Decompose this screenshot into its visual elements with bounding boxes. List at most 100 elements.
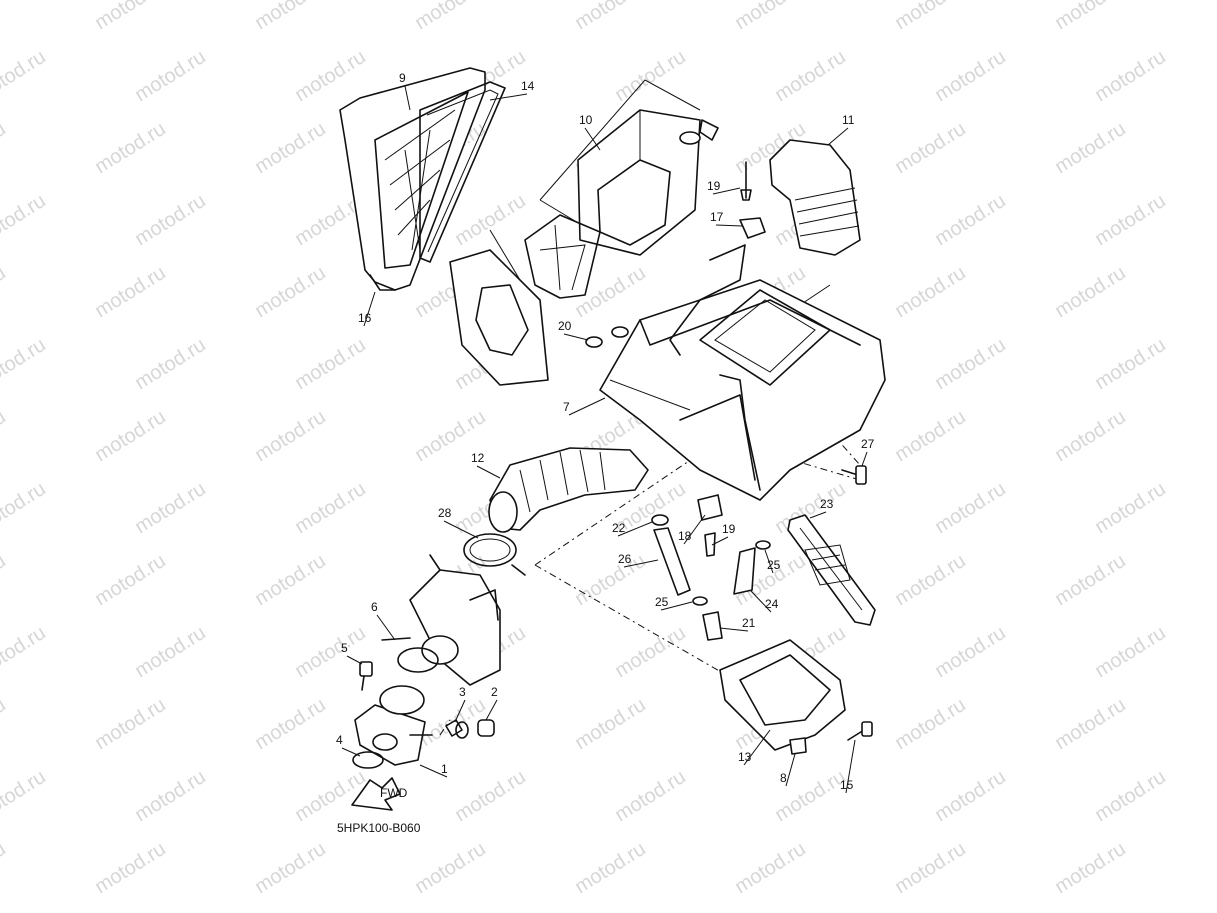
watermark-text: motod.ru xyxy=(291,478,370,538)
manifold-part-1 xyxy=(354,685,433,766)
watermark-text: motod.ru xyxy=(251,694,330,754)
callout-c19a: 19 xyxy=(707,179,721,193)
leader-c18 xyxy=(683,514,706,545)
watermark-text: motod.ru xyxy=(571,694,650,754)
watermark-text: motod.ru xyxy=(251,406,330,466)
watermark-text: motod.ru xyxy=(91,118,170,178)
callout-c25a: 25 xyxy=(767,558,781,572)
leader-c19b xyxy=(711,536,729,546)
leader-lines xyxy=(341,85,868,794)
watermark-text: motod.ru xyxy=(251,118,330,178)
watermark-text: motod.ru xyxy=(291,46,370,106)
watermark-text: motod.ru xyxy=(931,190,1010,250)
callout-c2: 2 xyxy=(491,685,498,699)
watermark-text: motod.ru xyxy=(571,0,650,34)
watermark-text: motod.ru xyxy=(0,766,50,826)
watermark-text: motod.ru xyxy=(251,262,330,322)
intake-boot-part-12 xyxy=(488,447,649,533)
watermark-text: motod.ru xyxy=(0,334,50,394)
watermark-text: motod.ru xyxy=(291,622,370,682)
watermark-text: motod.ru xyxy=(931,766,1010,826)
leader-c23 xyxy=(809,511,827,519)
callout-c24: 24 xyxy=(765,597,779,611)
callout-c10: 10 xyxy=(579,113,593,127)
clip-part-8 xyxy=(789,737,807,755)
side-cover-part-13 xyxy=(719,639,846,751)
watermark-text: motod.ru xyxy=(91,550,170,610)
carburetor xyxy=(409,554,501,686)
watermark-text: motod.ru xyxy=(571,838,650,898)
callout-c17: 17 xyxy=(710,210,724,224)
watermark-text: motod.ru xyxy=(891,262,970,322)
callout-c14: 14 xyxy=(521,79,535,93)
watermark-text: motod.ru xyxy=(411,838,490,898)
callout-c23: 23 xyxy=(820,497,834,511)
filter-element-part-10 xyxy=(577,109,701,256)
leader-c13 xyxy=(743,729,771,766)
filter-holder-frame xyxy=(449,249,549,386)
watermark-text: motod.ru xyxy=(931,334,1010,394)
leader-c15 xyxy=(845,739,856,794)
watermark-text: motod.ru xyxy=(931,46,1010,106)
callout-c15: 15 xyxy=(840,778,854,792)
watermark-text: motod.ru xyxy=(0,0,10,34)
watermark-text: motod.ru xyxy=(571,550,650,610)
watermark-text: motod.ru xyxy=(0,46,50,106)
filter-frame-part-9 xyxy=(339,67,486,291)
watermark-text: motod.ru xyxy=(1091,46,1170,106)
watermark-text: motod.ru xyxy=(1091,478,1170,538)
watermark-text: motod.ru xyxy=(1051,406,1130,466)
leader-c2 xyxy=(485,699,498,721)
watermark-text: motod.ru xyxy=(91,262,170,322)
watermark-text: motod.ru xyxy=(91,406,170,466)
callout-c9: 9 xyxy=(399,71,406,85)
watermark-text: motod.ru xyxy=(131,334,210,394)
leader-c9 xyxy=(404,85,411,111)
watermark-text: motod.ru xyxy=(131,190,210,250)
leader-c24 xyxy=(749,589,772,613)
watermark-text: motod.ru xyxy=(1091,766,1170,826)
watermark-text: motod.ru xyxy=(0,622,50,682)
watermark-text: motod.ru xyxy=(131,46,210,106)
leader-c10 xyxy=(584,127,601,151)
leader-c21 xyxy=(719,627,749,632)
leader-c28 xyxy=(443,520,479,539)
leader-c6 xyxy=(376,614,396,641)
callout-c5: 5 xyxy=(341,641,348,655)
leader-c25b xyxy=(660,601,693,611)
watermark-text: motod.ru xyxy=(891,118,970,178)
watermark-text: motod.ru xyxy=(1051,694,1130,754)
leader-c4 xyxy=(341,747,361,757)
hose-part-26 xyxy=(653,527,691,596)
screen-cover-part-23 xyxy=(787,514,876,626)
callout-c28: 28 xyxy=(438,506,452,520)
leader-c12 xyxy=(476,465,501,479)
clip-part-3 xyxy=(445,719,469,739)
callout-c18: 18 xyxy=(678,529,692,543)
gasket-part-14 xyxy=(419,81,506,263)
watermark-text: motod.ru xyxy=(931,622,1010,682)
callout-c21: 21 xyxy=(742,616,756,630)
clip-part-25 xyxy=(692,540,771,606)
leader-c17 xyxy=(715,224,743,227)
intake-duct-part-11 xyxy=(769,139,861,256)
leader-c25a xyxy=(764,549,774,574)
watermark-text: motod.ru xyxy=(931,478,1010,538)
cap-part-2 xyxy=(477,719,495,737)
pin-part-19-top xyxy=(740,161,752,201)
watermark-text: motod.ru xyxy=(131,478,210,538)
watermark-text: motod.ru xyxy=(1051,550,1130,610)
watermark-text: motod.ru xyxy=(0,262,10,322)
callout-c20: 20 xyxy=(558,319,572,333)
leader-c22 xyxy=(617,521,653,537)
watermark-text: motod.ru xyxy=(131,622,210,682)
watermark-text: motod.ru xyxy=(131,766,210,826)
leader-c8 xyxy=(785,753,796,787)
callout-c4: 4 xyxy=(336,733,343,747)
watermark-text: motod.ru xyxy=(291,334,370,394)
watermark-text: motod.ru xyxy=(611,766,690,826)
watermark-text: motod.ru xyxy=(1091,190,1170,250)
callout-c7: 7 xyxy=(563,400,570,414)
watermark-text: motod.ru xyxy=(1091,622,1170,682)
